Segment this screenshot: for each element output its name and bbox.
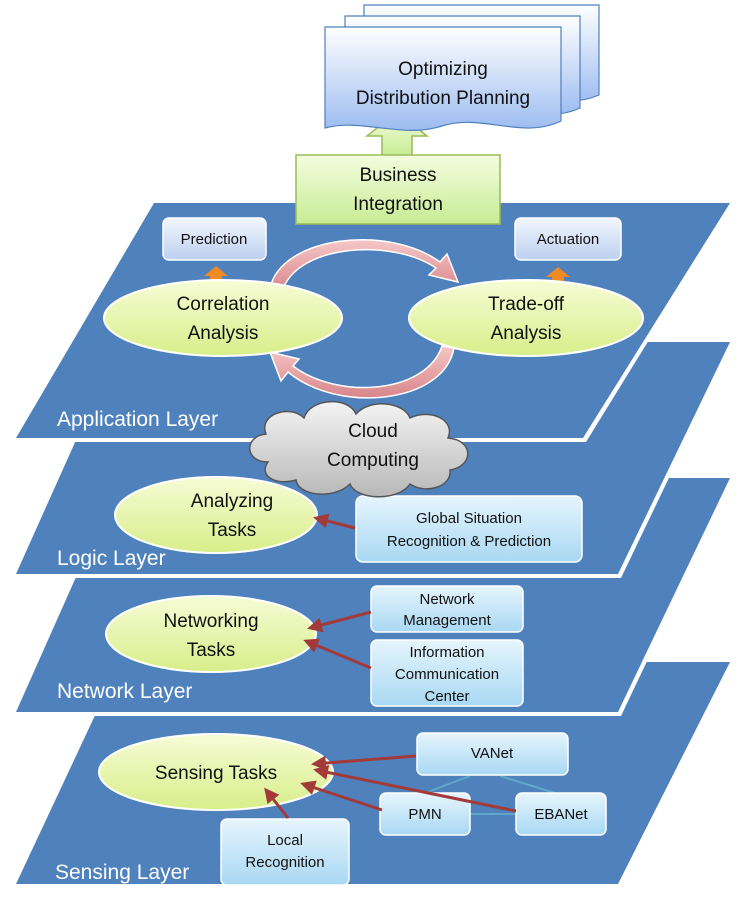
prediction-label: Prediction bbox=[181, 231, 248, 248]
cloud-computing: Cloud Computing bbox=[249, 400, 469, 498]
vanet-ebanet-link bbox=[499, 775, 556, 794]
icc-to-networking-arrow bbox=[303, 638, 372, 670]
correlation-analysis-oval bbox=[103, 279, 343, 357]
cycle-arrow-bottom bbox=[268, 345, 455, 399]
ebanet-box bbox=[515, 792, 607, 836]
application-layer-plane-fill bbox=[16, 203, 730, 438]
management-to-networking-arrow bbox=[307, 610, 372, 633]
information-center-line-2: Communication bbox=[395, 666, 499, 683]
business-integration-line-2: Integration bbox=[353, 194, 443, 215]
up-arrow-to-prediction-icon bbox=[204, 266, 228, 282]
actuation-label: Actuation bbox=[537, 231, 600, 248]
network-management-line-1: Network bbox=[419, 591, 475, 608]
pmn-to-sensing-arrow bbox=[300, 780, 383, 812]
ebanet-label: EBANet bbox=[534, 806, 588, 823]
logic-layer-title: Logic Layer bbox=[57, 547, 166, 570]
document-front-sheet bbox=[324, 26, 562, 131]
business-integration-line-1: Business bbox=[359, 165, 436, 186]
cycle-arrow-top bbox=[269, 239, 460, 293]
cloud-line-1: Cloud bbox=[348, 421, 398, 442]
local-recognition-line-2: Recognition bbox=[245, 854, 324, 871]
application-layer-title: Application Layer bbox=[57, 408, 218, 431]
vanet-box bbox=[416, 732, 569, 776]
global-situation-line-2: Recognition & Prediction bbox=[387, 533, 551, 550]
pmn-label: PMN bbox=[408, 806, 441, 823]
correlation-analysis-line-2: Analysis bbox=[188, 323, 259, 344]
tradeoff-analysis-line-1: Trade-off bbox=[488, 294, 565, 315]
cloud-icon bbox=[249, 400, 469, 498]
prediction-box bbox=[162, 217, 267, 261]
correlation-analysis-line-1: Correlation bbox=[177, 294, 270, 315]
local-recognition-line-1: Local bbox=[267, 832, 303, 849]
analyzing-tasks-line-1: Analyzing bbox=[191, 491, 273, 512]
actuation-box bbox=[514, 217, 622, 261]
vanet-label: VANet bbox=[471, 745, 514, 762]
business-integration: Business Integration bbox=[295, 111, 501, 225]
vanet-pmn-link bbox=[424, 775, 471, 794]
information-center-line-1: Information bbox=[409, 644, 484, 661]
document-title-line-1: Optimizing bbox=[398, 59, 488, 80]
sensing-layer-title: Sensing Layer bbox=[55, 861, 189, 884]
global-situation-line-1: Global Situation bbox=[416, 510, 522, 527]
networking-tasks-line-2: Tasks bbox=[187, 640, 236, 661]
information-center-line-3: Center bbox=[424, 688, 469, 705]
local-to-sensing-arrow bbox=[264, 787, 290, 819]
tradeoff-analysis-line-2: Analysis bbox=[491, 323, 562, 344]
global-situation-box bbox=[355, 495, 583, 563]
information-center-box bbox=[370, 639, 524, 707]
analyzing-tasks-oval bbox=[114, 476, 318, 554]
global-to-analyzing-arrow bbox=[313, 513, 356, 530]
application-layer: Application Layer Prediction Actuation C… bbox=[12, 199, 736, 442]
networking-tasks-oval bbox=[105, 595, 317, 673]
local-recognition-box bbox=[220, 818, 350, 886]
cloud-line-2: Computing bbox=[327, 450, 419, 471]
up-arrow-to-actuation-icon bbox=[546, 267, 570, 283]
optimizing-planning-document: Optimizing Distribution Planning bbox=[324, 4, 600, 131]
network-management-line-2: Management bbox=[403, 612, 491, 629]
vanet-to-sensing-arrow bbox=[311, 754, 417, 771]
network-management-box bbox=[370, 585, 524, 633]
document-title-line-2: Distribution Planning bbox=[356, 88, 530, 109]
ebanet-to-sensing-arrow bbox=[313, 765, 517, 813]
network-layer-title: Network Layer bbox=[57, 680, 192, 703]
tradeoff-analysis-oval bbox=[408, 279, 644, 357]
networking-tasks-line-1: Networking bbox=[163, 611, 258, 632]
business-integration-box bbox=[295, 154, 501, 225]
sensing-tasks-label: Sensing Tasks bbox=[155, 763, 277, 784]
analyzing-tasks-line-2: Tasks bbox=[208, 520, 257, 541]
